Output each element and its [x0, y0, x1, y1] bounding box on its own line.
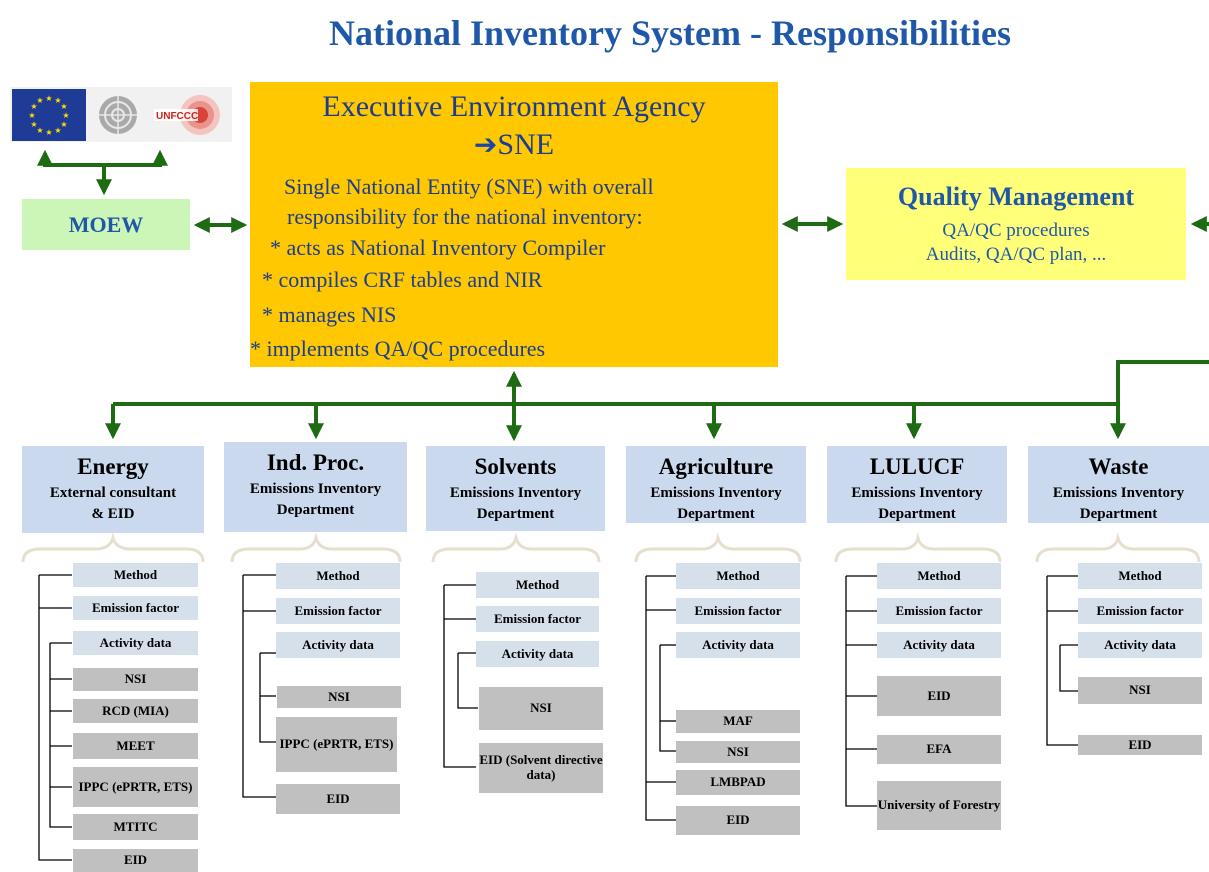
svg-text:★: ★	[45, 94, 52, 103]
dept-name: Ind. Proc.	[266, 450, 365, 475]
item-source: IPPC (ePRTR, ETS)	[276, 717, 397, 772]
agency-line: * acts as National Inventory Compiler	[270, 235, 606, 260]
item-emission-factor: Emission factor	[73, 596, 198, 620]
agency-line: responsibility for the national inventor…	[287, 204, 643, 229]
item-activity-data: Activity data	[877, 632, 1001, 658]
svg-text:★: ★	[54, 96, 61, 105]
item-source: MAF	[676, 710, 800, 733]
item-source: EID	[276, 784, 400, 814]
svg-text:★: ★	[30, 120, 37, 129]
item-source: NSI	[277, 686, 401, 708]
item-emission-factor: Emission factor	[1078, 598, 1202, 624]
agency-title: Executive Environment Agency	[322, 90, 706, 123]
dept-solvents: Solvents Emissions Inventory Department	[426, 446, 605, 531]
arrow-right-icon: ➔	[473, 130, 498, 161]
item-source: NSI	[676, 741, 800, 763]
unfccc-logo-text: UNFCCC	[156, 111, 198, 122]
svg-text:★: ★	[28, 111, 35, 120]
agency-line: * implements QA/QC procedures	[250, 336, 546, 361]
agency-box: Executive Environment Agency ➔SNE Single…	[250, 82, 778, 367]
item-source: RCD (MIA)	[73, 699, 198, 723]
quality-line: QA/QC procedures	[942, 220, 1090, 241]
dept-name: Energy	[77, 454, 149, 479]
dept-lulucf: LULUCF Emissions Inventory Department	[827, 446, 1007, 523]
svg-text:★: ★	[60, 102, 67, 111]
svg-text:★: ★	[36, 126, 43, 135]
dept-name: Solvents	[474, 454, 557, 479]
unfccc-logo: UNFCCC	[150, 92, 230, 138]
svg-text:★: ★	[62, 111, 69, 120]
item-source: University of Forestry	[877, 781, 1001, 830]
svg-text:★: ★	[30, 102, 37, 111]
dept-ind-proc: Ind. Proc. Emissions Inventory Departmen…	[224, 442, 407, 532]
item-source: LMBPAD	[676, 770, 800, 795]
dept-sub: Department	[1079, 506, 1158, 522]
item-activity-data: Activity data	[676, 632, 800, 658]
dept-sub: Department	[276, 502, 355, 518]
dept-energy: Energy External consultant & EID	[22, 446, 204, 533]
page-title: National Inventory System - Responsibili…	[328, 13, 1012, 53]
moew-box: MOEW	[22, 199, 190, 250]
dept-sub: Emissions Inventory	[1052, 485, 1185, 501]
dept-sub: External consultant	[49, 485, 177, 501]
item-method: Method	[1078, 563, 1202, 589]
svg-text:★: ★	[54, 126, 61, 135]
item-activity-data: Activity data	[276, 632, 400, 658]
item-source: EID	[1078, 735, 1202, 755]
dept-agriculture: Agriculture Emissions Inventory Departme…	[626, 446, 806, 523]
item-source: NSI	[1078, 677, 1202, 704]
quality-management-box: Quality Management QA/QC procedures Audi…	[846, 168, 1186, 280]
item-activity-data: Activity data	[476, 641, 599, 667]
item-method: Method	[676, 563, 800, 589]
agency-sne: SNE	[497, 128, 555, 161]
item-source: MEET	[73, 733, 198, 759]
item-source: EFA	[877, 735, 1001, 764]
agency-line: * compiles CRF tables and NIR	[262, 267, 543, 292]
item-source: EID	[877, 676, 1001, 716]
item-method: Method	[73, 563, 198, 587]
dept-sub: & EID	[91, 506, 135, 522]
item-emission-factor: Emission factor	[276, 598, 400, 624]
item-source: EID	[73, 849, 198, 872]
dept-sub: Department	[476, 506, 555, 522]
dept-name: Agriculture	[658, 454, 774, 479]
un-emblem-logo	[92, 92, 144, 138]
item-method: Method	[476, 572, 599, 598]
item-source: NSI	[479, 687, 603, 730]
agency-sne-line: ➔SNE	[250, 128, 778, 162]
dept-sub: Department	[677, 506, 755, 522]
svg-text:★: ★	[60, 120, 67, 129]
item-activity-data: Activity data	[1078, 632, 1202, 658]
dept-name: Waste	[1088, 454, 1149, 479]
item-source: NSI	[73, 668, 198, 691]
agency-line: * manages NIS	[262, 302, 397, 327]
quality-title: Quality Management	[897, 182, 1135, 211]
dept-waste: Waste Emissions Inventory Department	[1028, 446, 1209, 523]
svg-text:★: ★	[36, 96, 43, 105]
item-method: Method	[276, 563, 400, 589]
item-emission-factor: Emission factor	[877, 598, 1001, 624]
item-emission-factor: Emission factor	[476, 606, 599, 632]
item-source: MTITC	[73, 814, 198, 840]
dept-sub: Emissions Inventory	[851, 485, 983, 501]
item-method: Method	[877, 563, 1001, 589]
svg-text:★: ★	[45, 128, 52, 137]
dept-sub: Emissions Inventory	[650, 485, 782, 501]
dept-sub: Department	[878, 506, 956, 522]
item-activity-data: Activity data	[73, 631, 198, 655]
quality-line: Audits, QA/QC plan, ...	[925, 244, 1107, 265]
item-source: IPPC (ePRTR, ETS)	[73, 767, 198, 807]
dept-name: LULUCF	[869, 454, 965, 479]
dept-sub: Emissions Inventory	[449, 485, 582, 501]
eu-flag-logo: ★★★ ★★★ ★★★ ★★★	[12, 89, 86, 141]
agency-line: Single National Entity (SNE) with overal…	[284, 174, 654, 199]
dept-sub: Emissions Inventory	[249, 481, 382, 497]
item-emission-factor: Emission factor	[676, 598, 800, 624]
item-source: EID (Solvent directive data)	[479, 743, 603, 793]
item-source: EID	[676, 806, 800, 835]
